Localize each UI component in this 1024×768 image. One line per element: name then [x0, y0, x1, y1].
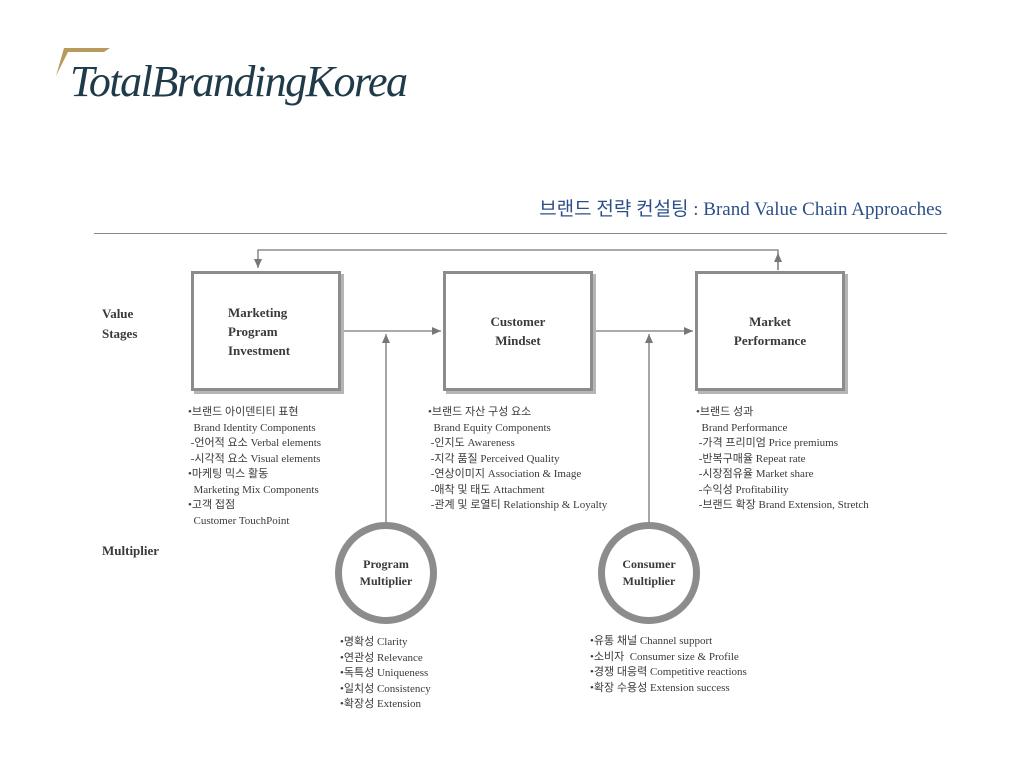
note-line: -시각적 요소 Visual elements: [188, 452, 321, 465]
slide-title: 브랜드 전략 컨설팅 : Brand Value Chain Approache…: [539, 199, 942, 220]
note-line: -애착 및 태도 Attachment: [428, 483, 545, 496]
note-line: Marketing Mix Components: [188, 483, 319, 496]
company-logo: TotalBrandingKorea: [54, 46, 414, 112]
program-multiplier-notes: •명확성 Clarity •연관성 Relevance •독특성 Uniquen…: [340, 635, 431, 713]
stage-customer-mindset: Customer Mindset: [443, 271, 593, 391]
note-line: -반복구매율 Repeat rate: [696, 452, 806, 465]
note-line: -지각 품질 Perceived Quality: [428, 452, 560, 465]
note-line: -관계 및 로열티 Relationship & Loyalty: [428, 499, 608, 511]
stage-marketing-program: Marketing Program Investment: [191, 271, 341, 391]
note-line: •명확성 Clarity: [340, 636, 408, 648]
stage-label: Marketing Program Investment: [228, 304, 291, 358]
note-line: •유통 채널 Channel support: [590, 635, 713, 647]
note-line: -연상이미지 Association & Image: [428, 468, 582, 480]
note-line: •독특성 Uniqueness: [340, 667, 429, 679]
note-line: -가격 프리미엄 Price premiums: [696, 437, 838, 449]
row-label-multiplier: Multiplier: [102, 543, 160, 558]
title-divider: [94, 233, 947, 234]
note-line: •확장 수용성 Extension success: [590, 681, 730, 694]
note-line: -브랜드 확장 Brand Extension, Stretch: [696, 499, 869, 511]
note-line: •브랜드 아이덴티티 표현: [188, 406, 299, 418]
note-line: •경쟁 대응력 Competitive reactions: [590, 666, 747, 678]
row-label-value-stages: Value Stages: [102, 306, 138, 341]
feedback-loop-arrow: [254, 249, 779, 270]
note-line: •일치성 Consistency: [340, 682, 431, 695]
note-line: -시장점유율 Market share: [696, 468, 814, 480]
note-line: •고객 접점: [188, 499, 236, 511]
note-line: •마케팅 믹스 활동: [188, 468, 269, 480]
note-line: Brand Identity Components: [188, 421, 316, 434]
note-line: •브랜드 자산 구성 요소: [428, 406, 532, 418]
logo-swoosh: [56, 48, 110, 76]
note-line: -수익성 Profitability: [696, 483, 789, 496]
stage-label: Market Performance: [733, 314, 807, 348]
consumer-multiplier-notes: •유통 채널 Channel support •소비자 Consumer siz…: [590, 634, 747, 696]
note-line: -언어적 요소 Verbal elements: [188, 437, 322, 449]
note-line: Customer TouchPoint: [188, 514, 290, 527]
note-line: -인지도 Awareness: [428, 437, 515, 449]
logo-text: TotalBrandingKorea: [70, 57, 408, 106]
stage-notes-customer: •브랜드 자산 구성 요소 Brand Equity Components -인…: [428, 405, 607, 514]
consumer-multiplier-circle: Consumer Multiplier: [598, 522, 700, 624]
logo-mark-icon: [56, 48, 110, 76]
stage-label: Customer Mindset: [490, 314, 546, 348]
stage-notes-marketing: •브랜드 아이덴티티 표현 Brand Identity Components …: [188, 405, 321, 529]
program-multiplier-circle: Program Multiplier: [335, 522, 437, 624]
note-line: •연관성 Relevance: [340, 651, 423, 664]
stage-market-performance: Market Performance: [695, 271, 845, 391]
note-line: •소비자 Consumer size & Profile: [590, 650, 739, 663]
stage-notes-market: •브랜드 성과 Brand Performance -가격 프리미엄 Price…: [696, 405, 869, 514]
note-line: •확장성 Extension: [340, 698, 421, 710]
note-line: •브랜드 성과: [696, 406, 754, 418]
note-line: Brand Performance: [696, 421, 788, 434]
note-line: Brand Equity Components: [428, 421, 551, 434]
